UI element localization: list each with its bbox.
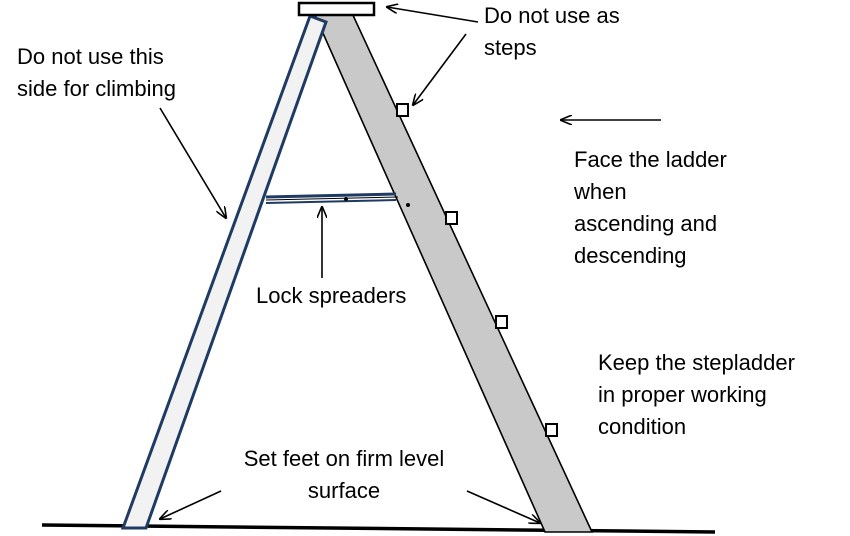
spreader-pivot (406, 203, 410, 207)
label-do-not-use-as-steps: Do not use as steps (484, 0, 620, 64)
label-do-not-use-this-side: Do not use this side for climbing (17, 41, 176, 105)
arrow-to-top-cap (387, 7, 479, 23)
arrow-to-top-step (413, 33, 467, 105)
label-line: when (574, 179, 627, 204)
label-line: Do not use this (17, 44, 164, 69)
label-line: in proper working (598, 382, 767, 407)
label-line: ascending and (574, 211, 718, 236)
label-line: surface (307, 478, 381, 503)
label-line: descending (574, 243, 687, 268)
top-cap (297, 1, 376, 17)
label-line: condition (598, 414, 687, 439)
rear-leg (120, 14, 328, 530)
ladder-step (495, 315, 508, 329)
label-line: Keep the stepladder (598, 350, 795, 375)
arrow-to-rear-leg (159, 107, 226, 218)
spreader-bar (265, 199, 397, 204)
ladder-step (545, 423, 558, 437)
label-face-the-ladder: Face the ladder when ascending and desce… (574, 144, 727, 272)
label-line: side for climbing (17, 76, 176, 101)
label-line: Set feet on firm level (243, 446, 445, 471)
label-line: Do not use as (484, 3, 620, 28)
ladder-step (396, 103, 409, 117)
ladder-step (445, 211, 458, 225)
ground-line (41, 523, 716, 534)
spreader-hinge (344, 197, 348, 201)
arrow-to-front-foot (466, 490, 540, 523)
spreader-bar (265, 192, 397, 199)
label-line: steps (484, 35, 537, 60)
arrow-to-rear-foot (160, 490, 222, 519)
label-line: Face the ladder (574, 147, 727, 172)
label-set-feet: Set feet on firm level surface (228, 443, 460, 507)
label-line: Lock spreaders (256, 283, 407, 308)
label-keep-in-condition: Keep the stepladder in proper working co… (598, 347, 795, 443)
label-lock-spreaders: Lock spreaders (256, 280, 406, 312)
spreader-bar (265, 196, 399, 201)
